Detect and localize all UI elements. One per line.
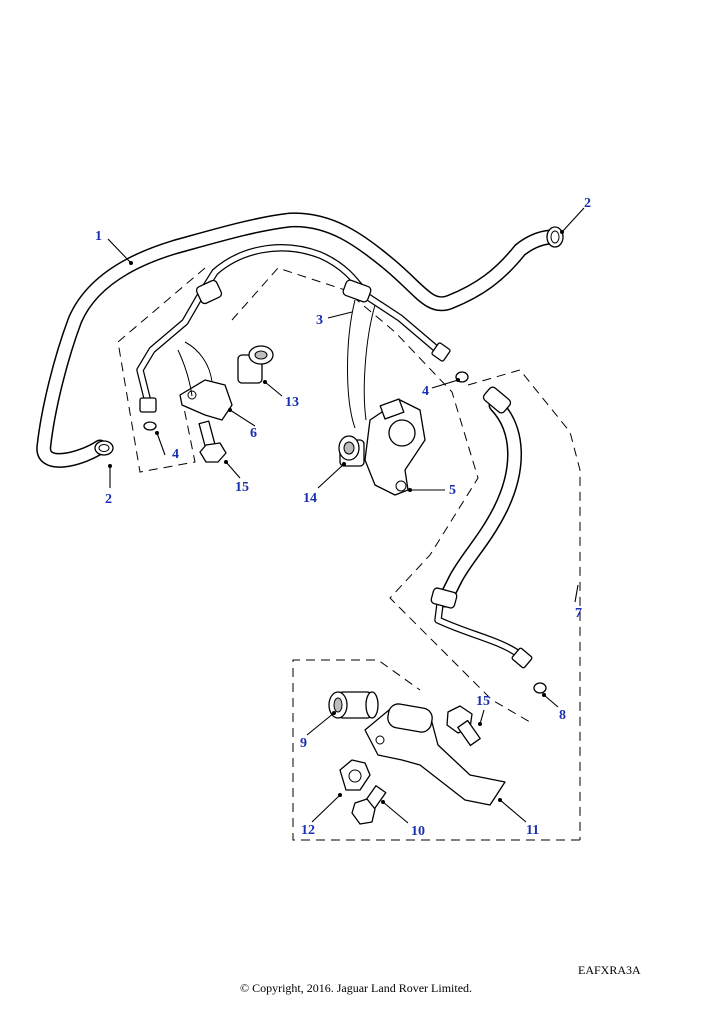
part-6-bracket bbox=[179, 379, 233, 421]
callout-8: 8 bbox=[559, 708, 566, 723]
part-11-bracket bbox=[364, 703, 506, 806]
part-15-bolt-lower bbox=[446, 705, 481, 747]
callout-5: 5 bbox=[449, 483, 456, 498]
part-2-clamp-upper bbox=[546, 226, 564, 248]
group-outline-left bbox=[117, 267, 206, 473]
callout-12: 12 bbox=[301, 823, 315, 838]
callout-15-upper: 15 bbox=[235, 480, 249, 495]
callout-labels: 1 2 2 3 4 4 5 6 7 8 9 10 11 12 13 14 15 … bbox=[95, 196, 591, 839]
callout-13: 13 bbox=[285, 395, 299, 410]
callout-2-upper: 2 bbox=[584, 196, 591, 211]
part-3-pipe bbox=[136, 244, 451, 413]
callout-11: 11 bbox=[526, 823, 539, 838]
part-5-clip bbox=[364, 398, 426, 496]
part-13-bush bbox=[237, 345, 274, 384]
callout-3: 3 bbox=[316, 313, 323, 328]
callout-7: 7 bbox=[575, 606, 582, 621]
part-2-clamp-lower bbox=[94, 440, 114, 456]
leader-lines bbox=[107, 207, 585, 824]
part-8-oring bbox=[533, 682, 547, 694]
part-1-hose bbox=[36, 212, 558, 468]
callout-6: 6 bbox=[250, 426, 257, 441]
copyright-notice: © Copyright, 2016. Jaguar Land Rover Lim… bbox=[239, 981, 473, 995]
part-12-clip bbox=[339, 759, 371, 791]
callout-2-lower: 2 bbox=[105, 492, 112, 507]
part-7-hose bbox=[430, 386, 533, 669]
part-4-oring-left bbox=[143, 421, 157, 431]
part-10-bolt bbox=[351, 785, 387, 825]
group-outline-right bbox=[467, 369, 581, 840]
callout-10: 10 bbox=[411, 824, 425, 839]
part-15-bolt-upper bbox=[198, 420, 227, 463]
part-14-bush bbox=[338, 435, 365, 467]
callout-9: 9 bbox=[300, 736, 307, 751]
callout-1: 1 bbox=[95, 229, 102, 244]
group-outline-bracket bbox=[292, 659, 580, 841]
callout-15-lower: 15 bbox=[476, 694, 490, 709]
group-outline-center bbox=[231, 267, 531, 723]
drawing-code: EAFXRA3A bbox=[578, 963, 641, 977]
callout-14: 14 bbox=[303, 491, 317, 506]
reference-lines bbox=[177, 299, 376, 429]
callout-4-left: 4 bbox=[172, 447, 179, 462]
part-9-bush bbox=[328, 691, 379, 719]
callout-4-center: 4 bbox=[422, 384, 429, 399]
